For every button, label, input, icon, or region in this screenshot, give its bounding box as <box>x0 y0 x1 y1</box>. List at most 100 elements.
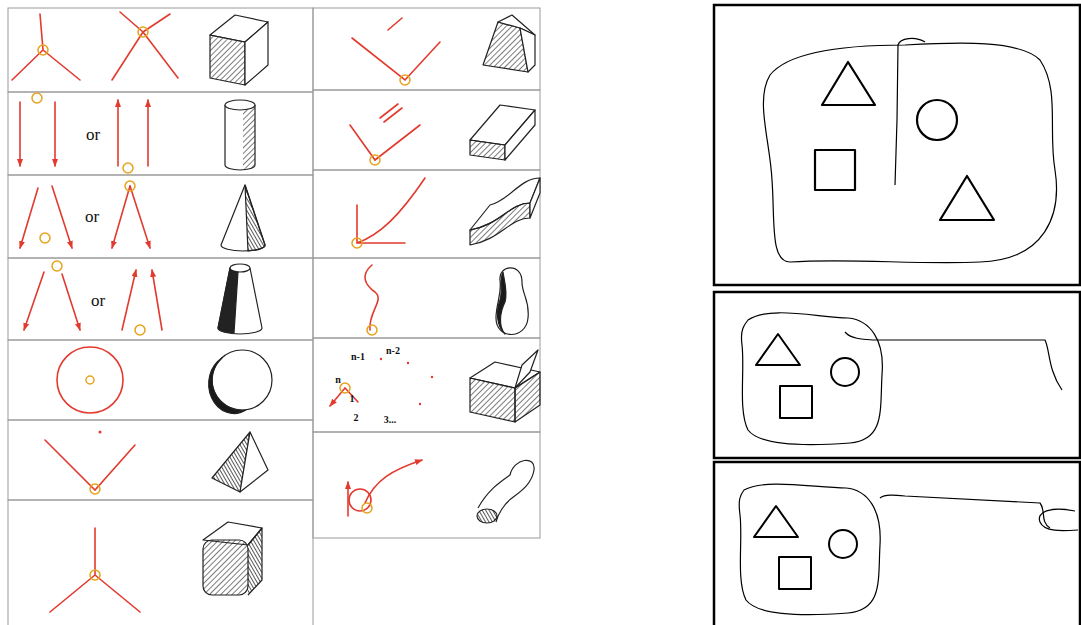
gesture-stroke <box>350 104 420 160</box>
start-marker <box>38 45 48 55</box>
start-marker <box>370 155 380 165</box>
start-marker <box>138 27 148 37</box>
shape-sketches <box>203 15 540 595</box>
table-cell <box>8 258 313 340</box>
tube-solid <box>478 460 534 522</box>
table-cell <box>313 170 540 258</box>
blob-solid <box>496 268 528 335</box>
circle-shape <box>917 100 957 140</box>
triangle-shape <box>756 334 800 365</box>
sphere-shade <box>209 358 246 414</box>
cube-face <box>210 35 245 85</box>
start-marker <box>125 181 135 191</box>
panel-frame <box>714 462 1080 625</box>
table-cell <box>8 8 313 92</box>
gesture-circle <box>349 489 371 511</box>
gesture-dot <box>99 431 102 434</box>
gesture-circle <box>57 347 123 413</box>
table-cell <box>8 340 313 420</box>
start-marker <box>32 93 42 103</box>
panel-frame <box>714 5 1080 285</box>
gesture-stroke <box>365 265 378 330</box>
separator-word: or <box>91 292 105 309</box>
point-index: 3... <box>384 415 397 425</box>
table-cell <box>8 92 313 175</box>
point-index: 1 <box>350 394 355 404</box>
separator-word: or <box>85 208 99 225</box>
point-index: n <box>335 375 341 385</box>
pyramid-face <box>240 432 268 492</box>
gesture-stroke <box>50 528 140 612</box>
triangle-shape <box>940 176 994 220</box>
gesture-dot <box>431 376 433 378</box>
square-shape <box>780 386 812 418</box>
start-marker <box>40 233 50 243</box>
panel-frame <box>714 292 1080 458</box>
cone-shade <box>245 185 265 251</box>
cone-body <box>221 185 265 251</box>
block-face <box>470 378 515 422</box>
triangle-shape <box>754 506 798 537</box>
table-cell <box>313 338 540 432</box>
gesture-strokes <box>12 12 440 612</box>
region-outline <box>739 484 880 614</box>
gesture-stroke <box>62 274 80 330</box>
point-index: n-1 <box>351 352 365 362</box>
drag-stroke <box>845 332 1062 390</box>
point-index: n-2 <box>386 346 400 356</box>
frustum-body <box>218 268 262 334</box>
wedge-face <box>520 28 535 72</box>
start-markers <box>32 27 410 580</box>
scene-sketch <box>739 38 1078 614</box>
frustum-shade <box>218 268 238 333</box>
region-outline <box>741 313 882 445</box>
gesture-stroke <box>54 102 56 166</box>
gesture-stroke <box>112 12 178 80</box>
start-marker <box>362 503 372 513</box>
gesture-stroke <box>52 186 72 248</box>
table-grid <box>8 8 540 625</box>
gesture-stroke <box>112 186 130 248</box>
table-cell <box>313 432 540 538</box>
table-cell <box>313 8 540 90</box>
square-shape <box>779 557 811 589</box>
gesture-stroke <box>20 188 38 248</box>
gesture-stroke <box>117 100 119 166</box>
start-marker <box>340 383 350 393</box>
cut-stroke <box>895 38 925 185</box>
gesture-stroke <box>147 100 149 166</box>
sweep-face <box>470 203 530 245</box>
table-cell <box>8 500 313 625</box>
gesture-stroke <box>152 270 162 330</box>
gesture-dot <box>407 362 409 364</box>
table-cell <box>313 258 540 338</box>
tube-end <box>477 509 497 523</box>
circle-shape <box>829 530 857 558</box>
start-marker <box>352 238 362 248</box>
gesture-stroke <box>19 102 21 166</box>
gesture-stroke <box>122 270 136 330</box>
blob-shade <box>497 272 506 334</box>
drag-stroke <box>880 495 1050 528</box>
start-marker <box>400 75 410 85</box>
cylinder-shade <box>243 105 255 169</box>
start-marker <box>52 261 62 271</box>
frustum-top <box>230 264 250 272</box>
start-marker <box>90 484 100 494</box>
gesture-stroke <box>330 388 345 406</box>
slab-face <box>505 110 535 160</box>
region-outline <box>763 43 1056 263</box>
cylinder-top <box>225 100 255 110</box>
table-cell <box>8 175 313 258</box>
cube-face <box>245 22 268 85</box>
square-shape <box>815 150 855 190</box>
start-marker <box>123 163 133 173</box>
start-marker <box>90 570 100 580</box>
point-index: 2 <box>354 413 359 423</box>
cylinder-body <box>225 105 255 170</box>
scene-panels <box>714 5 1080 625</box>
slab-face <box>470 140 505 160</box>
gesture-stroke <box>12 14 80 80</box>
